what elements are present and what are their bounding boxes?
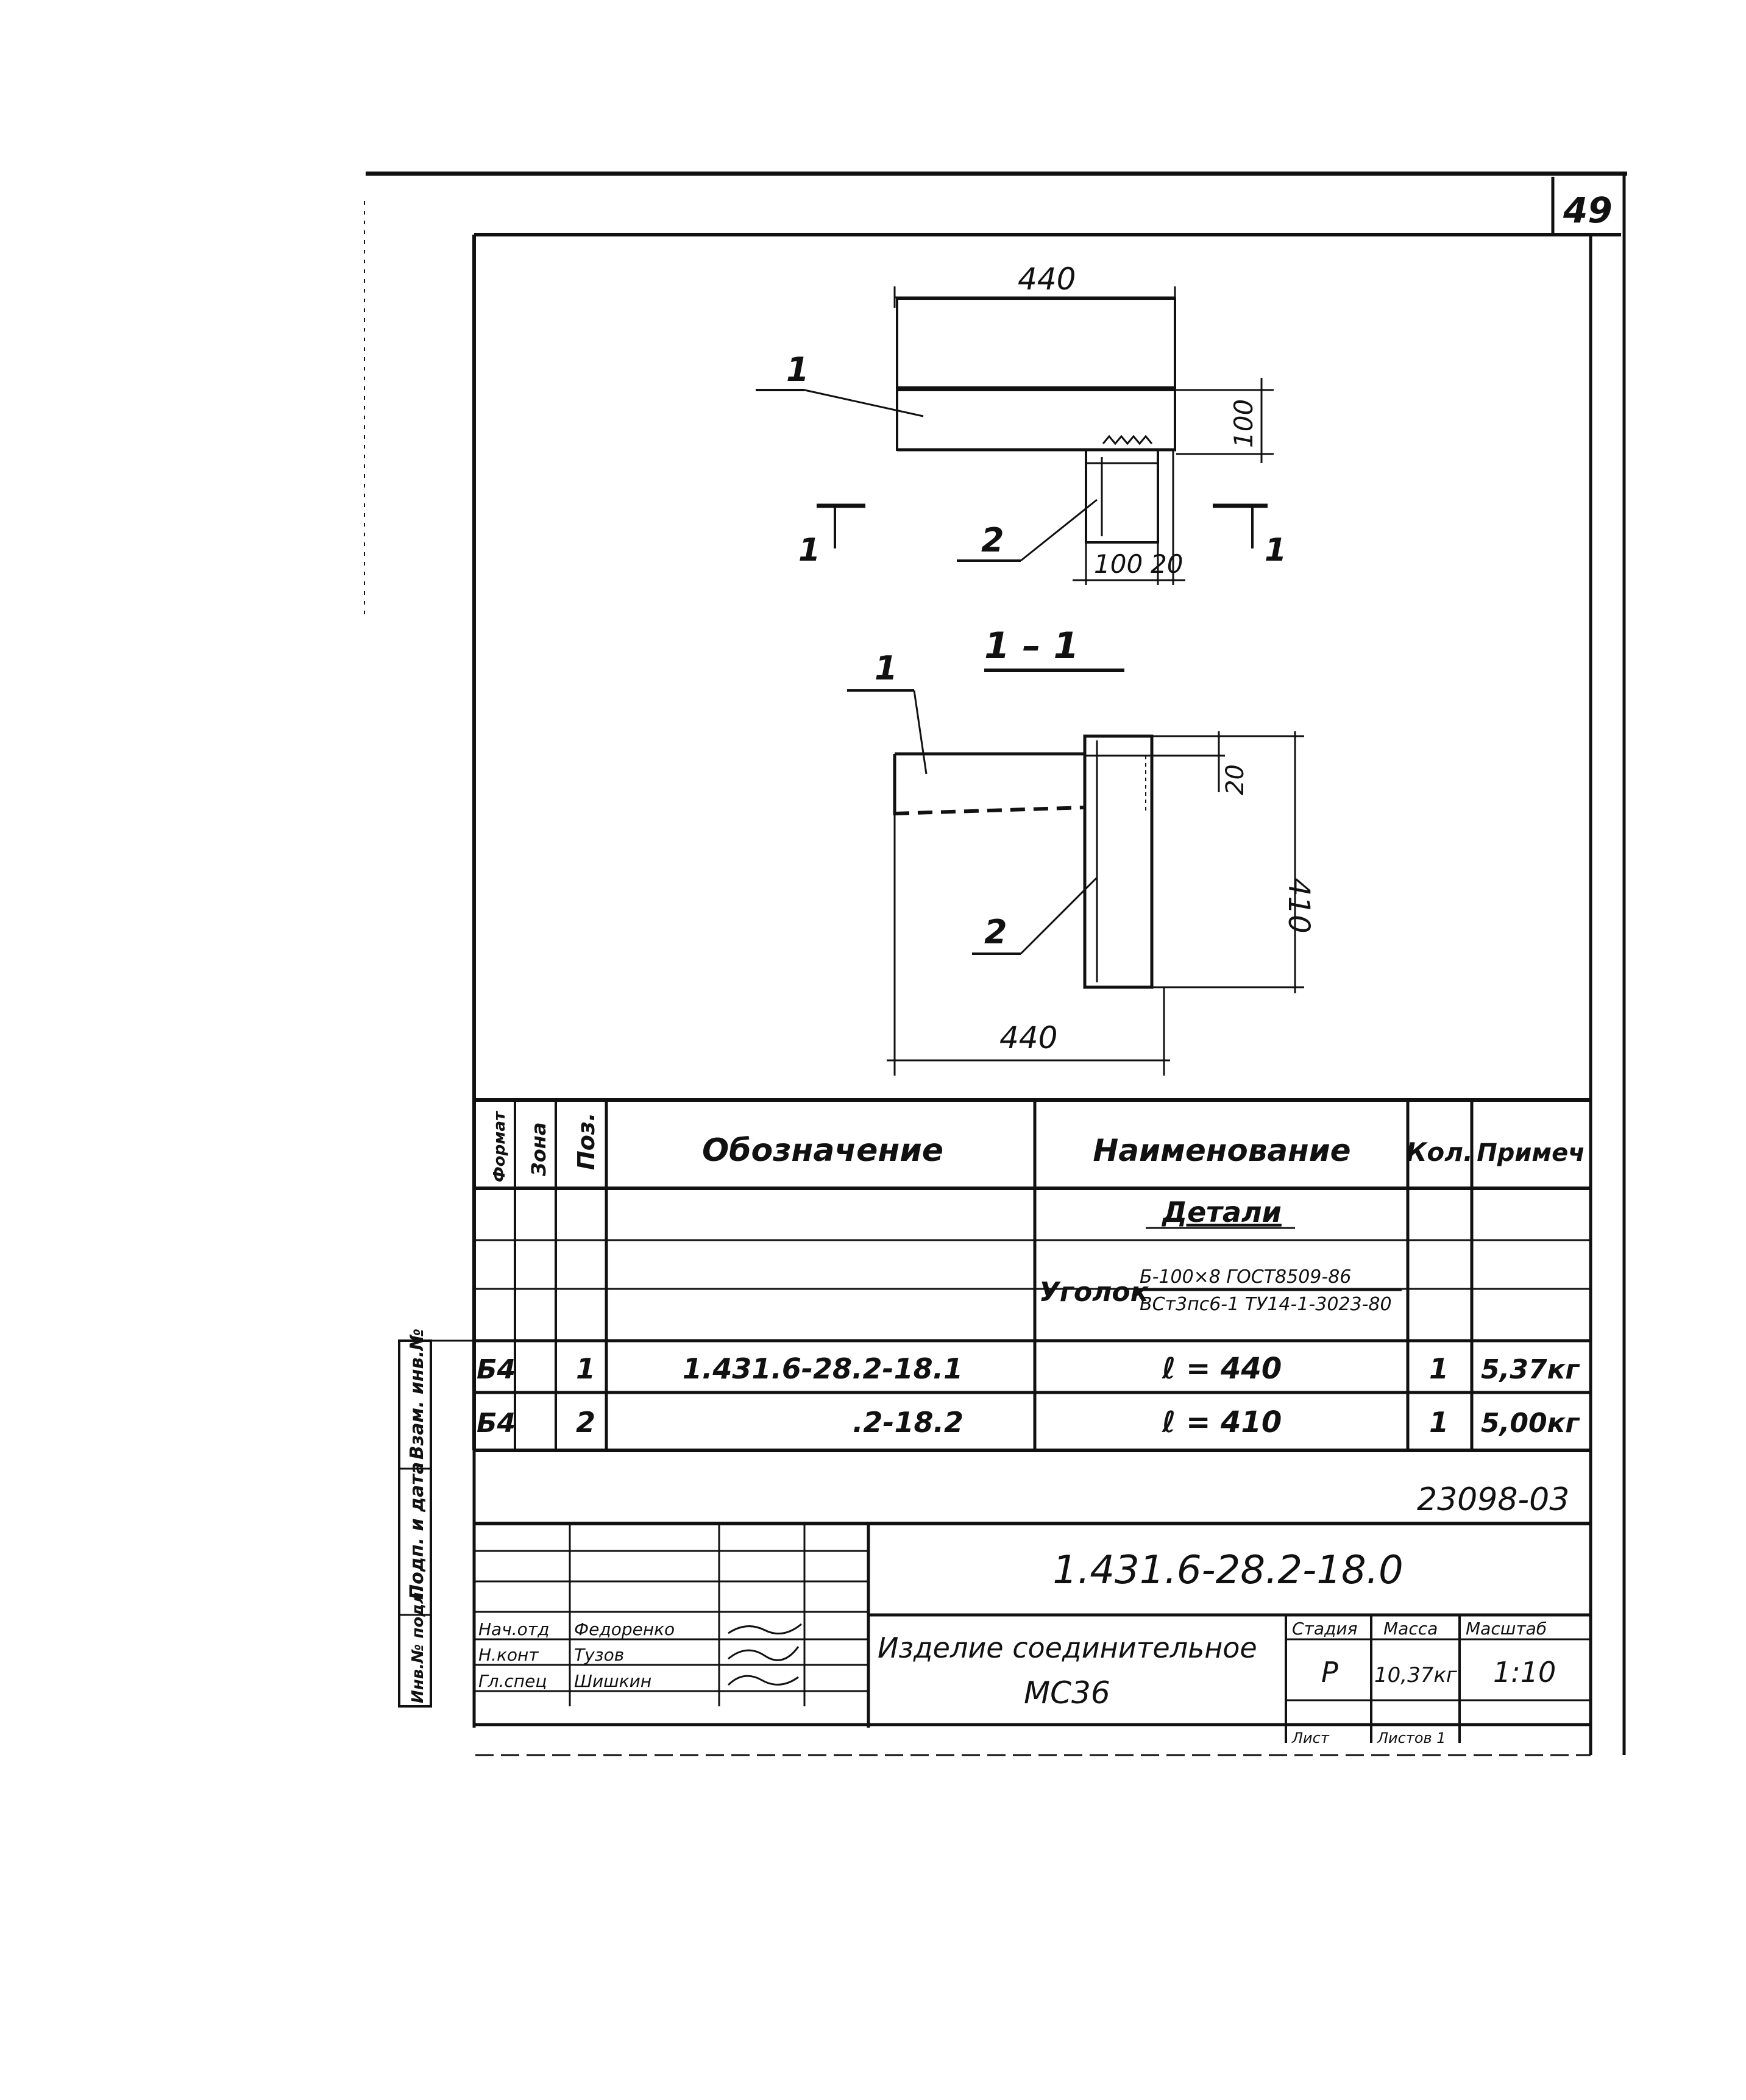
row-qty: 1 (1429, 1406, 1449, 1439)
row-pos: 2 (576, 1406, 595, 1439)
plan-pos-2: 2 (981, 521, 1004, 559)
section-details-title: Детали (1161, 1196, 1282, 1229)
section-title: 1 – 1 (984, 625, 1079, 667)
role-2: Н.конт (478, 1645, 539, 1665)
plan-dim-height: 100 (1229, 399, 1258, 448)
section-dim-top: 20 (1221, 764, 1249, 795)
header-qty: Кол. (1406, 1137, 1473, 1167)
row-note: 5,37кг (1481, 1354, 1580, 1385)
document-code: 1.431.6-28.2-18.0 (1052, 1548, 1403, 1593)
page-number: 49 (1563, 190, 1613, 231)
archive-number: 23098-03 (1417, 1481, 1569, 1518)
plan-dim-width: 440 (1018, 261, 1076, 297)
side-label-replace: Взам. инв.№ (406, 1328, 428, 1460)
mass-value: 10,37кг (1374, 1663, 1458, 1687)
row-note: 5,00кг (1481, 1408, 1580, 1439)
material-name: Уголок (1039, 1277, 1149, 1308)
sheets-label: Листов 1 (1377, 1729, 1446, 1747)
scale-value: 1:10 (1493, 1656, 1556, 1689)
section-pos-2: 2 (984, 913, 1007, 951)
plan-pos-1: 1 (786, 350, 809, 389)
section-dim-height: 410 (1282, 878, 1316, 934)
name-2: Тузов (574, 1645, 624, 1665)
name-3: Шишкин (574, 1671, 651, 1691)
signatures (727, 1623, 802, 1686)
section-pos-1: 1 (875, 649, 898, 687)
row-format: Б4 (477, 1408, 516, 1439)
name-1: Федоренко (574, 1619, 675, 1639)
side-label-inv: Инв.№ подл. (409, 1586, 427, 1703)
section-view (847, 689, 1304, 1076)
spec-table-grid (474, 1098, 1591, 1452)
stage-value: Р (1321, 1656, 1338, 1689)
spec-row-1: Б4 1 1.431.6-28.2-18.1 ℓ = 440 1 5,37кг (477, 1352, 1580, 1386)
role-3: Гл.спец (478, 1671, 547, 1691)
header-zone: Зона (527, 1123, 550, 1177)
header-note: Примеч (1477, 1139, 1585, 1167)
sheet-frame (364, 171, 1627, 1755)
sheet-label: Лист (1291, 1729, 1330, 1747)
row-pos: 1 (576, 1352, 595, 1385)
header-designation: Обозначение (702, 1132, 943, 1169)
side-stamp-grid (398, 1339, 474, 1708)
plan-dim-leg: 100 (1094, 549, 1143, 579)
plan-dim-gap: 20 (1151, 549, 1183, 579)
col-stage: Стадия (1292, 1619, 1357, 1639)
col-scale: Масштаб (1466, 1619, 1547, 1639)
plan-view (756, 286, 1274, 585)
side-label-sign: Подп. и дата (406, 1462, 428, 1600)
spec-row-2: Б4 2 .2-18.2 ℓ = 410 1 5,00кг (477, 1405, 1580, 1439)
row-designation: .2-18.2 (853, 1406, 963, 1439)
header-format: Формат (491, 1110, 509, 1182)
row-designation: 1.431.6-28.2-18.1 (683, 1352, 963, 1385)
product-title-line1: Изделие соединительное (878, 1631, 1257, 1664)
section-dim-width: 440 (999, 1020, 1057, 1055)
section-mark-right: 1 (1265, 532, 1286, 569)
role-1: Нач.отд (478, 1619, 549, 1639)
header-name: Наименование (1093, 1133, 1350, 1168)
material-steel: ВСт3пс6-1 ТУ14-1-3023-80 (1140, 1294, 1392, 1315)
title-block-grid (472, 1450, 1591, 1756)
col-mass: Масса (1383, 1619, 1438, 1639)
row-qty: 1 (1429, 1352, 1449, 1385)
material-profile: Б-100×8 ГОСТ8509-86 (1140, 1266, 1351, 1288)
row-format: Б4 (477, 1354, 516, 1385)
weld-marks (1102, 435, 1153, 445)
row-name: ℓ = 410 (1162, 1405, 1282, 1439)
header-pos: Поз. (573, 1113, 600, 1170)
row-name: ℓ = 440 (1162, 1352, 1282, 1386)
section-mark-left: 1 (798, 532, 820, 569)
product-title-line2: МС36 (1024, 1675, 1110, 1711)
